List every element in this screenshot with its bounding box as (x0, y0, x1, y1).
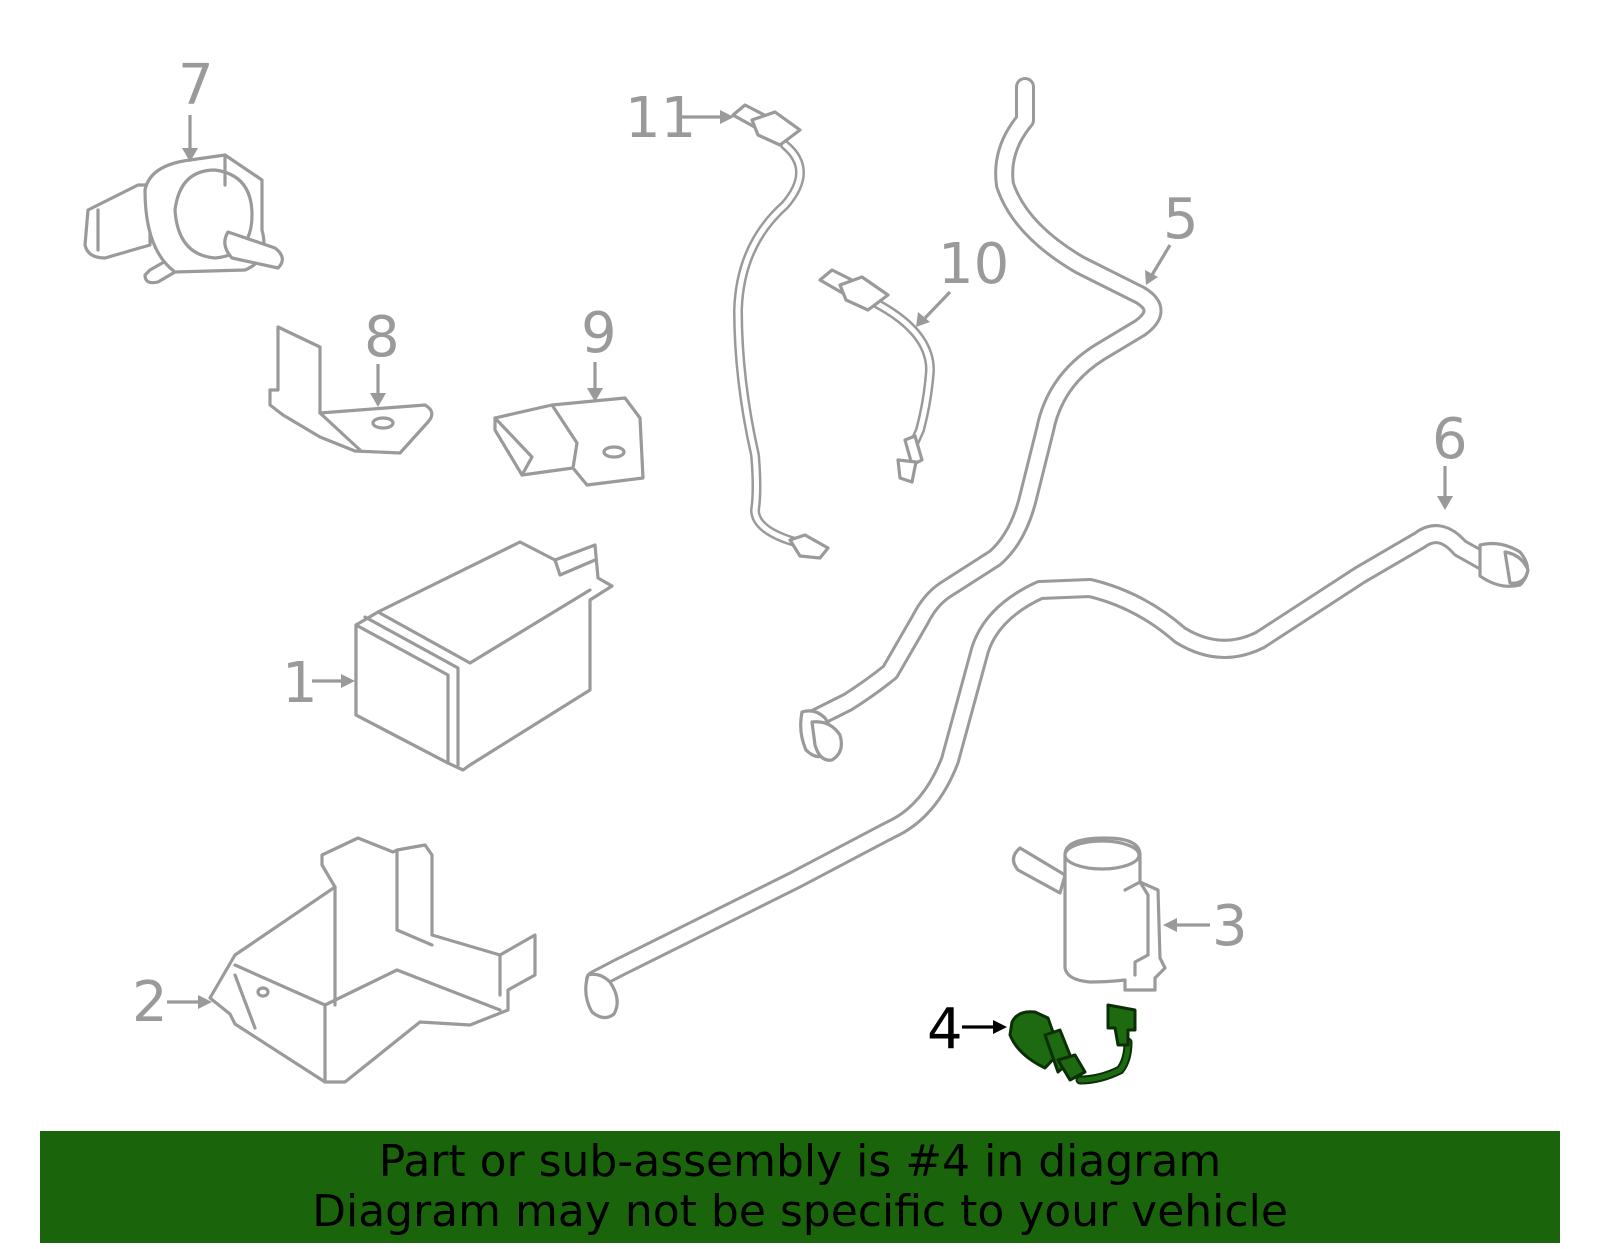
part-2-shield[interactable] (208, 836, 537, 1084)
callout-11: 11 (625, 86, 696, 151)
part-1-canister[interactable] (354, 540, 614, 772)
callout-10: 10 (938, 232, 1009, 297)
callout-9: 9 (581, 301, 617, 366)
callout-2: 2 (132, 970, 168, 1035)
callout-6: 6 (1432, 407, 1468, 472)
callout-5: 5 (1163, 187, 1199, 252)
part-4-sensor-highlighted[interactable] (1008, 1003, 1137, 1085)
part-9-bracket[interactable] (493, 396, 645, 487)
part-8-bracket[interactable] (268, 325, 434, 455)
callout-7: 7 (178, 53, 214, 118)
part-6-hose[interactable] (584, 524, 1530, 1020)
callout-arrows (167, 110, 1453, 1034)
callout-4: 4 (927, 997, 963, 1062)
part-7-purge-valve[interactable] (83, 153, 284, 285)
info-banner: Part or sub-assembly is #4 in diagram Di… (40, 1131, 1560, 1243)
callout-3: 3 (1212, 894, 1248, 959)
banner-line-2: Diagram may not be specific to your vehi… (312, 1186, 1288, 1237)
callout-8: 8 (364, 305, 400, 370)
part-10-sensor-wire[interactable] (818, 268, 935, 484)
part-5-hose[interactable] (799, 77, 1163, 762)
callout-1: 1 (282, 651, 318, 716)
part-11-sensor-wire[interactable] (731, 103, 830, 560)
banner-line-1: Part or sub-assembly is #4 in diagram (378, 1136, 1222, 1187)
part-3-valve[interactable] (1011, 836, 1167, 992)
parts-diagram: 7 11 5 10 8 9 6 1 3 2 4 (83, 53, 1530, 1085)
